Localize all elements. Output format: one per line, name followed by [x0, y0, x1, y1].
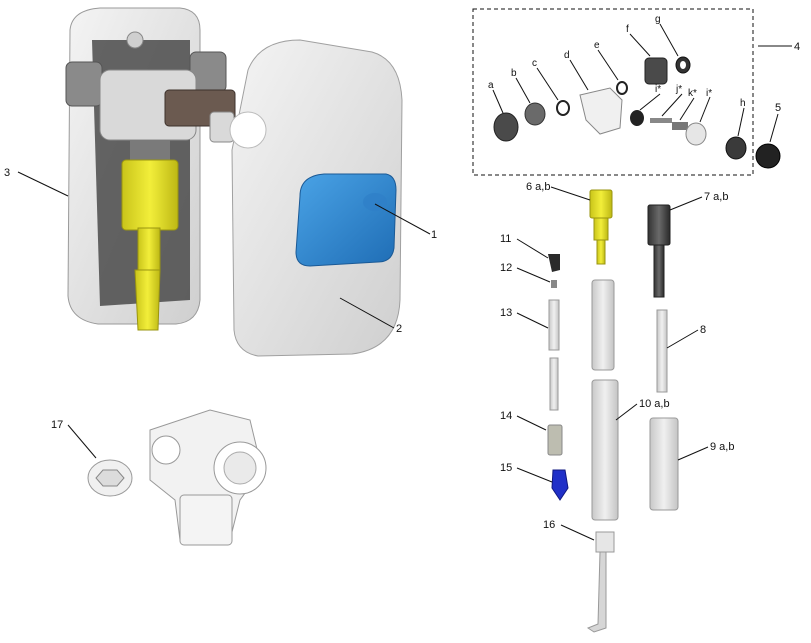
- callout-11: 11: [500, 233, 511, 245]
- callout-4: 4: [794, 41, 800, 53]
- part-i-first: [630, 110, 644, 126]
- part-e: [616, 81, 628, 95]
- kit-letter-g: g: [655, 14, 661, 25]
- kit-letter-f: f: [626, 24, 629, 35]
- callout-9: 9 a,b: [710, 441, 734, 453]
- part-c: [556, 100, 570, 116]
- callout-2: 2: [396, 323, 402, 335]
- callout-1: 1: [431, 229, 437, 241]
- part-16-hook-bracket: [586, 531, 615, 633]
- part-9-clear-sleeve: [649, 417, 679, 511]
- part-i-second: [685, 122, 707, 146]
- callout-6: 6 a,b: [526, 181, 550, 193]
- kit-parts: [493, 56, 747, 160]
- yellow-filter-cartridge-installed: [121, 159, 179, 331]
- part-11-elbow: [548, 254, 560, 272]
- part-h: [725, 136, 747, 160]
- hex-nut-17: [87, 459, 133, 497]
- leader-lines: [17, 23, 792, 541]
- part-12-small-fitting: [551, 280, 557, 288]
- kit-letter-k: k*: [688, 88, 697, 99]
- kit-letter-a: a: [488, 80, 494, 91]
- part-d: [579, 87, 623, 135]
- callout-16: 16: [543, 519, 555, 531]
- part-15-blue-nozzle: [551, 469, 569, 501]
- part-7-grey-cartridge: [647, 204, 671, 298]
- part-a: [493, 112, 519, 142]
- kit-letter-i-second: i*: [706, 88, 712, 99]
- kit-letter-i-first: i*: [655, 84, 661, 95]
- callout-7: 7 a,b: [704, 191, 728, 203]
- valve-body-assembly: [65, 51, 236, 162]
- callout-13: 13: [500, 307, 512, 319]
- kit-letter-b: b: [511, 68, 517, 79]
- callout-5: 5: [775, 102, 781, 114]
- part-5-cap: [755, 143, 781, 169]
- part-g: [675, 56, 691, 74]
- callout-14: 14: [500, 410, 512, 422]
- part-10-clear-tube-lower: [591, 379, 619, 521]
- callout-15: 15: [500, 462, 512, 474]
- kit-letter-j: j*: [675, 84, 682, 95]
- part-13-tube-lower: [549, 357, 559, 411]
- kit-letter-c: c: [532, 58, 537, 69]
- part-b: [524, 102, 546, 126]
- callout-17: 17: [51, 419, 63, 431]
- blue-button: [295, 173, 397, 267]
- callout-8: 8: [700, 324, 706, 336]
- kit-letter-d: d: [564, 50, 570, 61]
- part-6-yellow-cartridge: [589, 189, 613, 265]
- callout-12: 12: [500, 262, 512, 274]
- callout-10: 10 a,b: [639, 398, 670, 410]
- part-13-tube-upper: [548, 299, 560, 351]
- part-j: [650, 118, 672, 123]
- kit-4-box: [472, 8, 754, 176]
- valve-body-spare: [149, 409, 267, 546]
- part-f: [644, 57, 668, 85]
- part-14-filter-insert: [547, 424, 563, 456]
- part-8-thin-tube: [656, 309, 668, 393]
- kit-letter-h: h: [740, 98, 746, 109]
- callout-3: 3: [4, 167, 10, 179]
- part-10-clear-tube-upper: [591, 279, 615, 371]
- kit-letter-e: e: [594, 40, 600, 51]
- part-k: [672, 122, 688, 130]
